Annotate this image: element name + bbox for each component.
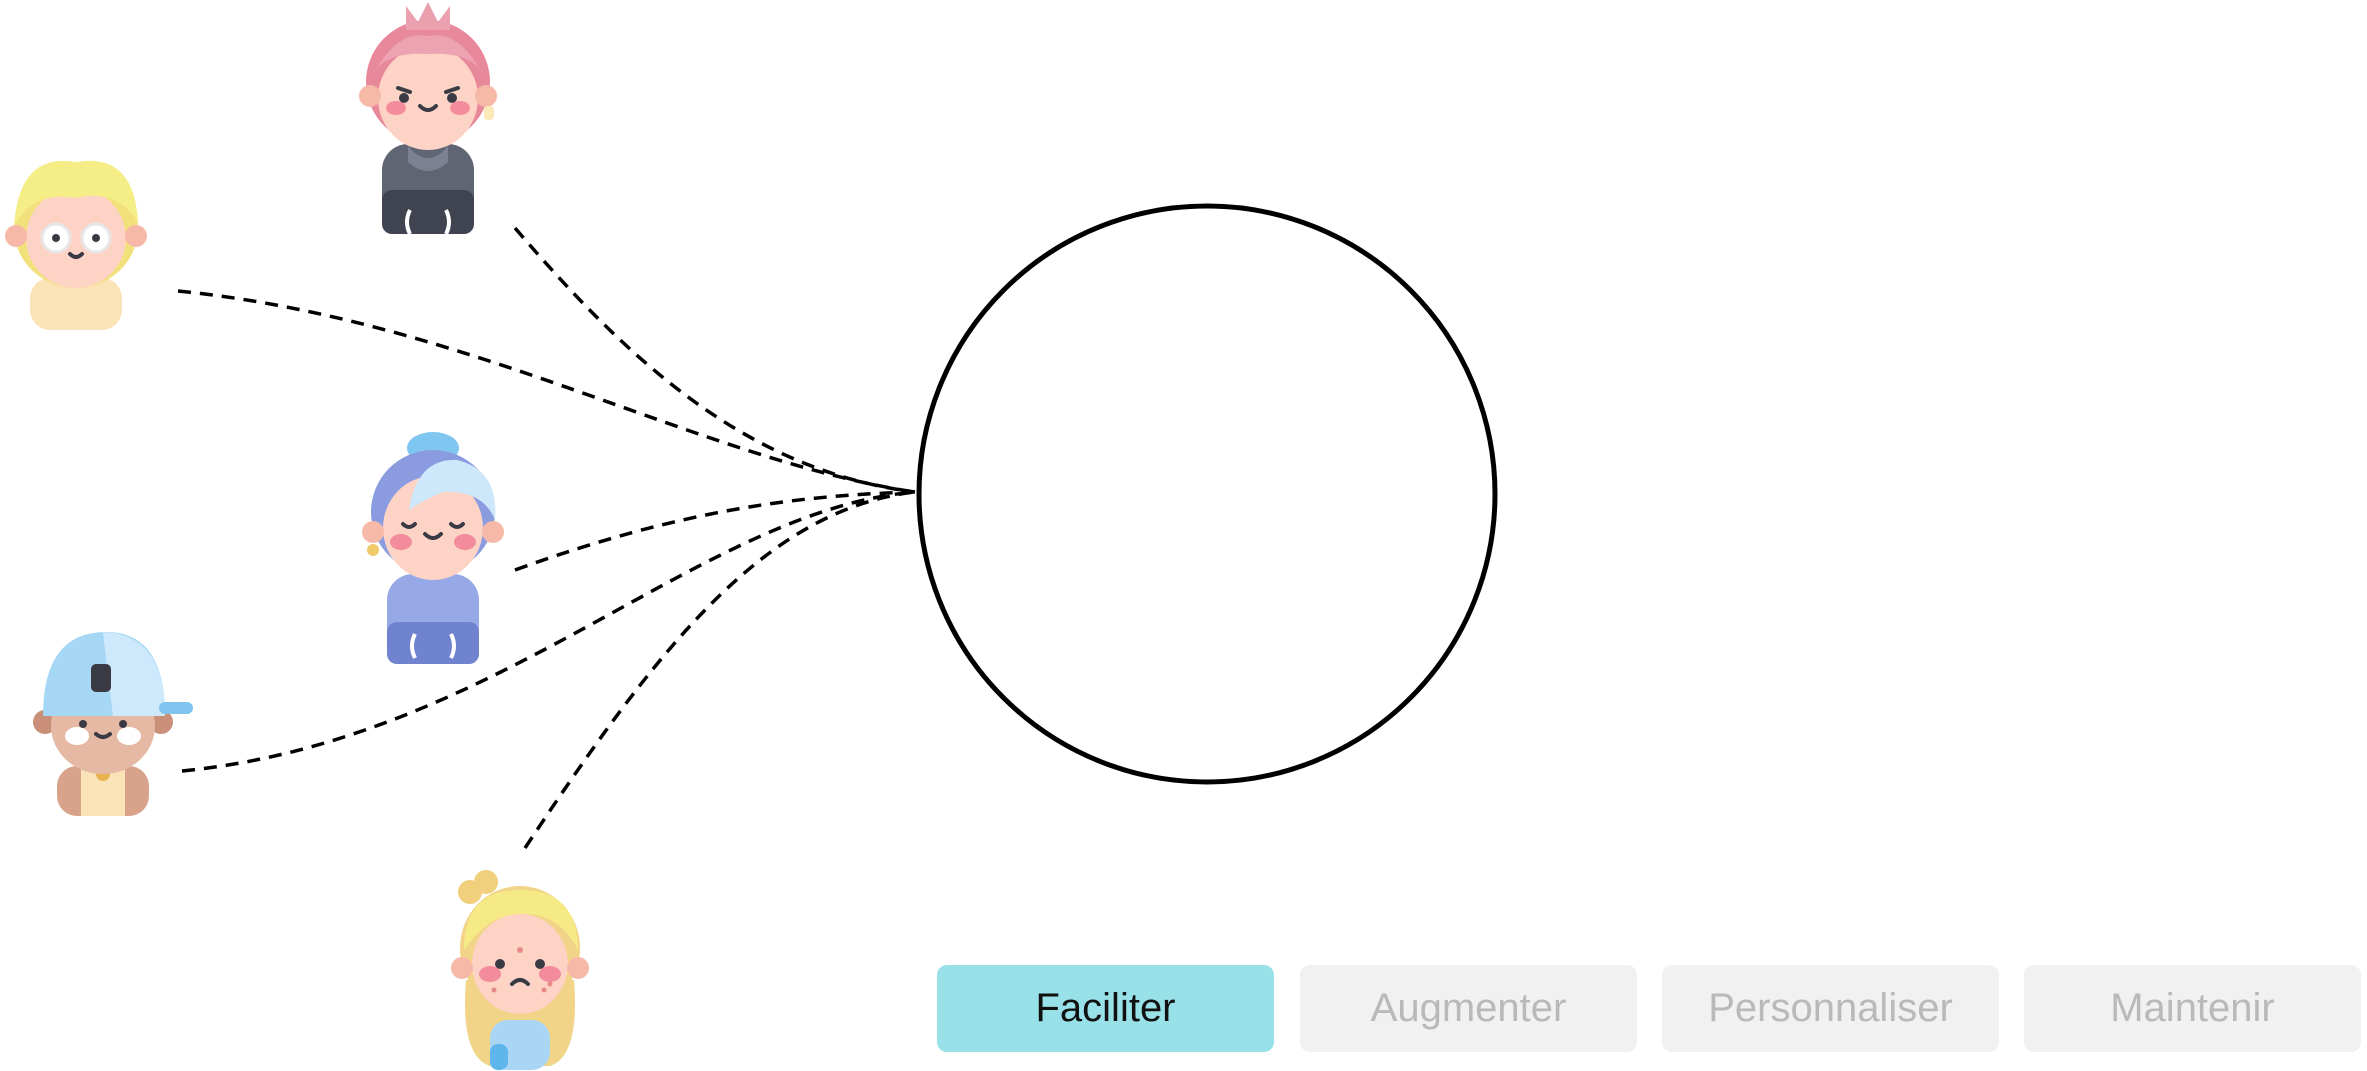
connector-line xyxy=(181,490,916,773)
cap-boy-icon xyxy=(33,631,193,816)
pink-hair-girl-icon xyxy=(359,2,497,235)
central-circle xyxy=(916,203,1498,785)
blonde-girl-freckles-icon xyxy=(451,870,589,1070)
connector-line xyxy=(514,490,916,572)
blue-hair-girl-icon xyxy=(362,432,504,664)
tab-maintenir[interactable]: Maintenir xyxy=(2024,965,2361,1052)
tab-faciliter[interactable]: Faciliter xyxy=(937,965,1274,1052)
connector-line xyxy=(177,289,916,494)
blonde-boy-glasses-icon xyxy=(5,160,147,330)
connector-line xyxy=(523,490,916,849)
connector-line xyxy=(513,226,916,494)
tab-augmenter[interactable]: Augmenter xyxy=(1300,965,1637,1052)
tab-personnaliser[interactable]: Personnaliser xyxy=(1662,965,1999,1052)
